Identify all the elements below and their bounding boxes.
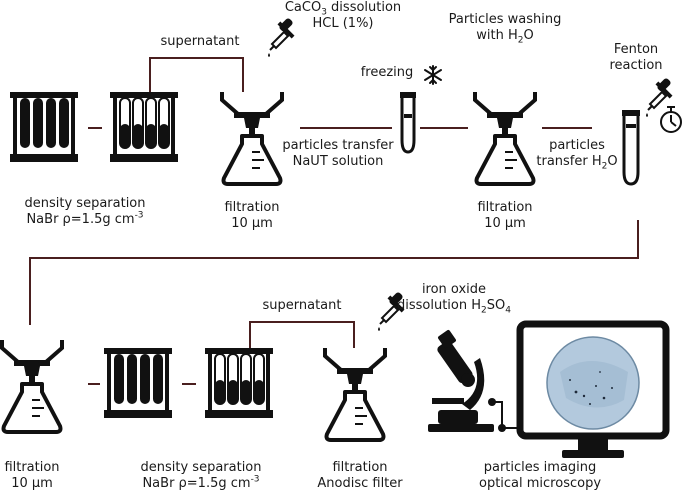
microscope-icon	[428, 330, 494, 432]
filtration-anodisc-label: filtration Anodisc filter	[317, 460, 403, 491]
density-separation-label-1: density separation NaBr ρ=1.5g cm-3	[24, 196, 146, 227]
timer-icon	[660, 106, 682, 133]
caco3-label: CaCO3 dissolution HCL (1%)	[284, 0, 402, 31]
filtration-flask-icon	[0, 338, 64, 434]
filtration-label-2: filtration 10 µm	[477, 200, 533, 231]
density-separation-label-2: density separation NaBr ρ=1.5g cm-3	[140, 460, 262, 491]
petri-dish-icon	[546, 336, 640, 430]
filtration-flask-icon	[473, 90, 537, 186]
fenton-label: Fenton reaction	[609, 42, 663, 73]
particles-transfer-naut-label: particles transfer NaUT solution	[282, 138, 394, 169]
data-link-icon	[488, 398, 520, 432]
imaging-label: particles imaging optical microscopy	[478, 460, 602, 491]
freezing-label: freezing	[360, 65, 414, 80]
snowflake-icon	[424, 65, 442, 85]
test-tube-rack-icon	[10, 92, 78, 162]
dropper-icon	[645, 76, 674, 118]
test-tube-rack-icon	[204, 347, 274, 419]
washing-label: Particles washing with H2O	[448, 12, 562, 46]
iron-oxide-label: iron oxide dissolution H2SO4	[397, 282, 511, 316]
supernatant-bracket	[149, 57, 244, 92]
filtration-flask-icon	[323, 346, 387, 442]
test-tube-icon	[400, 92, 416, 154]
supernatant-label-1: supernatant	[160, 34, 240, 49]
supernatant-bracket	[249, 321, 355, 348]
test-tube-rack-icon	[104, 348, 172, 418]
filtration-label-3: filtration 10 µm	[4, 460, 60, 491]
test-tube-rack-icon	[109, 91, 179, 163]
particles-transfer-h2o-label: particles transfer H2O	[536, 138, 618, 172]
filtration-flask-icon	[220, 90, 284, 186]
test-tube-icon	[622, 110, 640, 186]
filtration-label-1: filtration 10 µm	[224, 200, 280, 231]
supernatant-label-2: supernatant	[262, 298, 342, 313]
row-transition-connector	[29, 220, 639, 325]
